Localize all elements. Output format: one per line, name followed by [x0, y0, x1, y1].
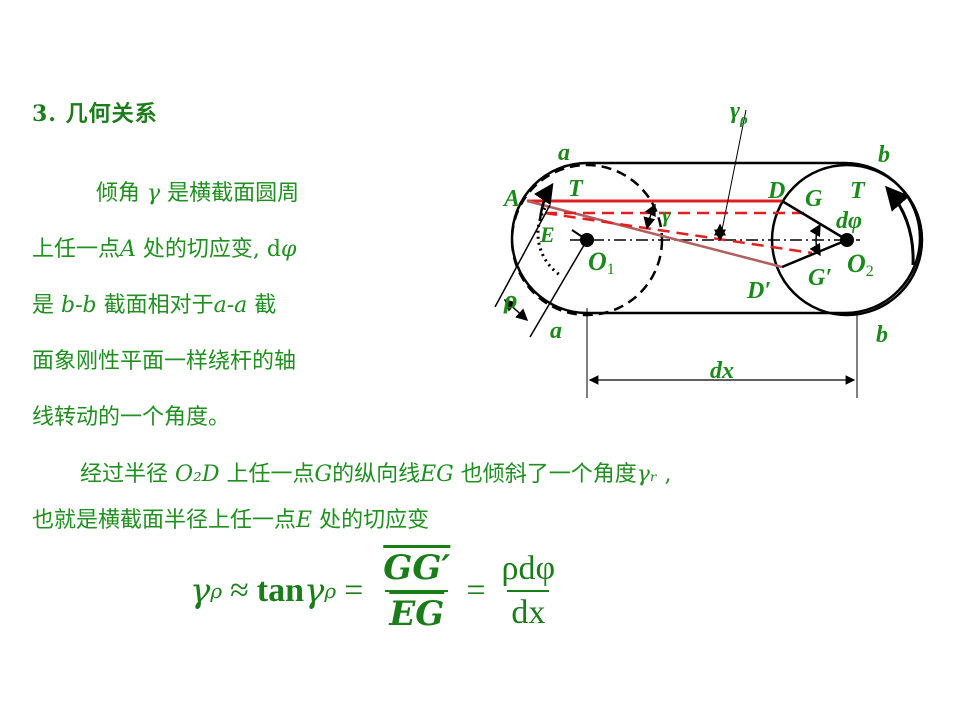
symbol-gamma-r: γᵣ	[636, 462, 658, 487]
text: 是横截面圆周	[160, 181, 300, 206]
symbol-EG: EG	[420, 462, 454, 487]
label-T-right: T	[850, 178, 866, 204]
symbol-aa: a-a	[213, 293, 248, 318]
symbol-O2D: O₂D	[175, 462, 220, 487]
formula-tan: tan	[256, 572, 304, 609]
text: 倾角	[96, 181, 147, 206]
label-G-prime: G′	[808, 265, 832, 291]
text: 也就是横截面半径上任一点	[32, 508, 297, 533]
label-O2: O2	[847, 249, 874, 280]
formula-gamma: γ	[190, 571, 211, 611]
label-b-top: b	[878, 142, 890, 168]
text: 处的切应变	[312, 508, 430, 533]
label-D-prime: D′	[746, 278, 771, 304]
text: 上任一点	[32, 237, 121, 262]
formula-tan-sub: ρ	[324, 579, 337, 603]
para2-line2: 也就是横截面半径上任一点E 处的切应变	[32, 498, 672, 544]
denominator-EG: EG	[385, 590, 449, 634]
formula-sub-rho: ρ	[210, 579, 223, 603]
text: 上任一点	[219, 462, 315, 487]
para1-line2: 上任一点A 处的切应变, dφ	[32, 222, 422, 278]
line-AD-prime	[526, 199, 783, 269]
label-dx: dx	[710, 358, 734, 384]
text: 截	[247, 293, 277, 318]
symbol-E: E	[296, 508, 313, 533]
numerator-rhodphi: ρdφ	[501, 550, 556, 587]
numerator-GG: GG′	[383, 548, 451, 588]
torsion-geometry-diagram: γρ a a b b A T E γ O1 ρ D G T dφ O2 G′ D…	[490, 80, 930, 400]
symbol-phi: φ	[280, 237, 297, 262]
formula-eq1: =	[344, 572, 364, 609]
label-E: E	[539, 222, 555, 247]
symbol-gamma: γ	[147, 181, 161, 206]
fraction-rhodphi-over-dx: ρdφ dx	[498, 550, 560, 632]
label-a-bottom: a	[550, 318, 562, 344]
symbol-A: A	[120, 237, 136, 262]
label-A: A	[502, 186, 520, 212]
text: ,	[657, 462, 672, 487]
label-G: G	[805, 186, 823, 212]
para2-line1: 经过半径 O₂D 上任一点G的纵向线EG 也倾斜了一个角度γᵣ ,	[32, 452, 672, 498]
symbol-G: G	[314, 462, 333, 487]
label-a-top: a	[558, 140, 570, 166]
label-gamma-rho: γρ	[730, 98, 748, 128]
formula-approx: ≈	[230, 572, 249, 609]
text: 处的切应变, d	[135, 237, 281, 262]
denominator-dx: dx	[507, 590, 550, 632]
text: 截面相对于	[96, 293, 214, 318]
text: 经过半径	[80, 462, 175, 487]
label-rho: ρ	[503, 285, 517, 314]
fraction-GG-over-EG: GG′ EG	[379, 548, 454, 634]
line-EG-prime-dashed	[544, 211, 813, 255]
formula-tan-gamma: γ	[304, 571, 325, 611]
text: 的纵向线	[332, 462, 421, 487]
para1-line1: 倾角 γ 是横截面圆周	[32, 166, 422, 222]
paragraph-explanation: 倾角 γ 是横截面圆周 上任一点A 处的切应变, dφ 是 b-b 截面相对于a…	[32, 166, 422, 446]
label-dphi: dφ	[836, 208, 862, 234]
para1-line3: 是 b-b 截面相对于a-a 截	[32, 278, 422, 334]
paragraph-conclusion: 经过半径 O₂D 上任一点G的纵向线EG 也倾斜了一个角度γᵣ , 也就是横截面…	[32, 452, 672, 544]
para1-line5: 线转动的一个角度。	[32, 405, 231, 430]
section-heading: 3. 几何关系	[32, 101, 158, 127]
para1-line4: 面象刚性平面一样绕杆的轴	[32, 349, 297, 374]
text: 也倾斜了一个角度	[453, 462, 637, 487]
radius-rho-arc	[536, 207, 561, 277]
symbol-bb: b-b	[61, 293, 97, 318]
label-D: D	[767, 178, 785, 204]
label-T-left: T	[568, 176, 584, 202]
text: 是	[32, 293, 61, 318]
label-O1: O1	[588, 247, 615, 278]
label-b-bottom: b	[876, 322, 888, 348]
formula-eq2: =	[466, 572, 486, 609]
label-gamma: γ	[662, 202, 672, 227]
